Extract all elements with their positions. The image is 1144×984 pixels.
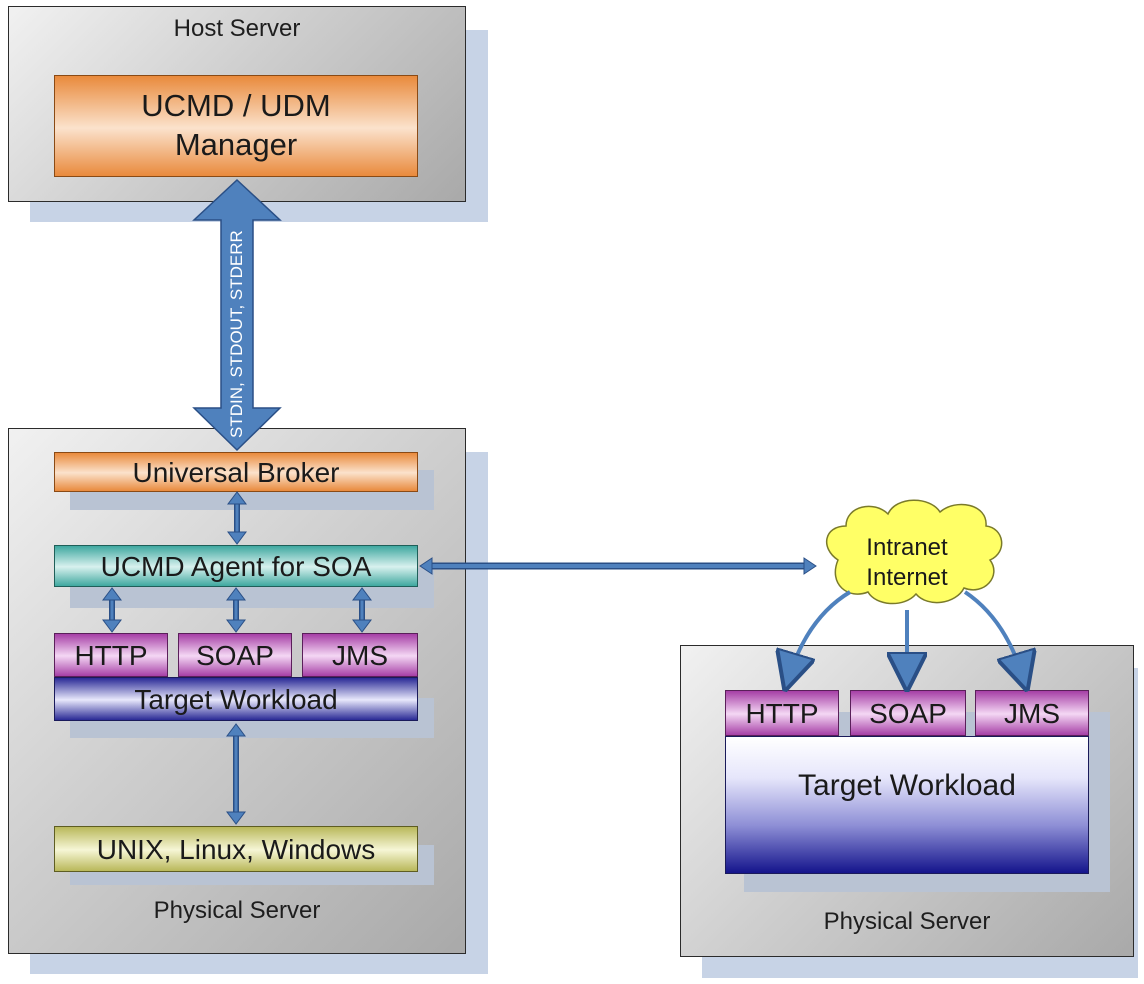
physical-server-right-label: Physical Server bbox=[823, 908, 991, 935]
stream-label: STDIN, STDOUT, STDERR bbox=[227, 230, 246, 438]
os-box: UNIX, Linux, Windows bbox=[54, 826, 418, 872]
network-cloud: Intranet Internet bbox=[825, 499, 1003, 605]
cloud-line2: Internet bbox=[866, 564, 948, 591]
cloud-http-arrow bbox=[788, 590, 852, 680]
cloud-jms-arrow bbox=[963, 590, 1024, 680]
stream-arrow bbox=[192, 178, 282, 452]
protocol-jms-left: JMS bbox=[302, 633, 418, 677]
target-workload-right: Target Workload bbox=[725, 736, 1089, 874]
protocol-soap-left: SOAP bbox=[178, 633, 292, 677]
agent-soap-arrow bbox=[226, 587, 246, 633]
manager-line2: Manager bbox=[174, 127, 298, 162]
universal-broker-box: Universal Broker bbox=[54, 452, 418, 492]
workload-os-arrow bbox=[226, 723, 246, 825]
host-server-label: Host Server bbox=[173, 15, 301, 42]
agent-cloud-connector bbox=[419, 557, 817, 575]
cloud-line1: Intranet bbox=[866, 534, 948, 561]
physical-server-left-label: Physical Server bbox=[153, 897, 321, 924]
manager-line1: UCMD / UDM bbox=[141, 88, 331, 124]
agent-http-arrow bbox=[102, 587, 122, 633]
manager-box: UCMD / UDM Manager bbox=[54, 75, 418, 177]
broker-agent-arrow bbox=[227, 491, 247, 545]
agent-box: UCMD Agent for SOA bbox=[54, 545, 418, 587]
protocol-soap-right: SOAP bbox=[850, 690, 966, 736]
agent-jms-arrow bbox=[352, 587, 372, 633]
target-workload-left: Target Workload bbox=[54, 677, 418, 721]
protocol-jms-right: JMS bbox=[975, 690, 1089, 736]
protocol-http-left: HTTP bbox=[54, 633, 168, 677]
